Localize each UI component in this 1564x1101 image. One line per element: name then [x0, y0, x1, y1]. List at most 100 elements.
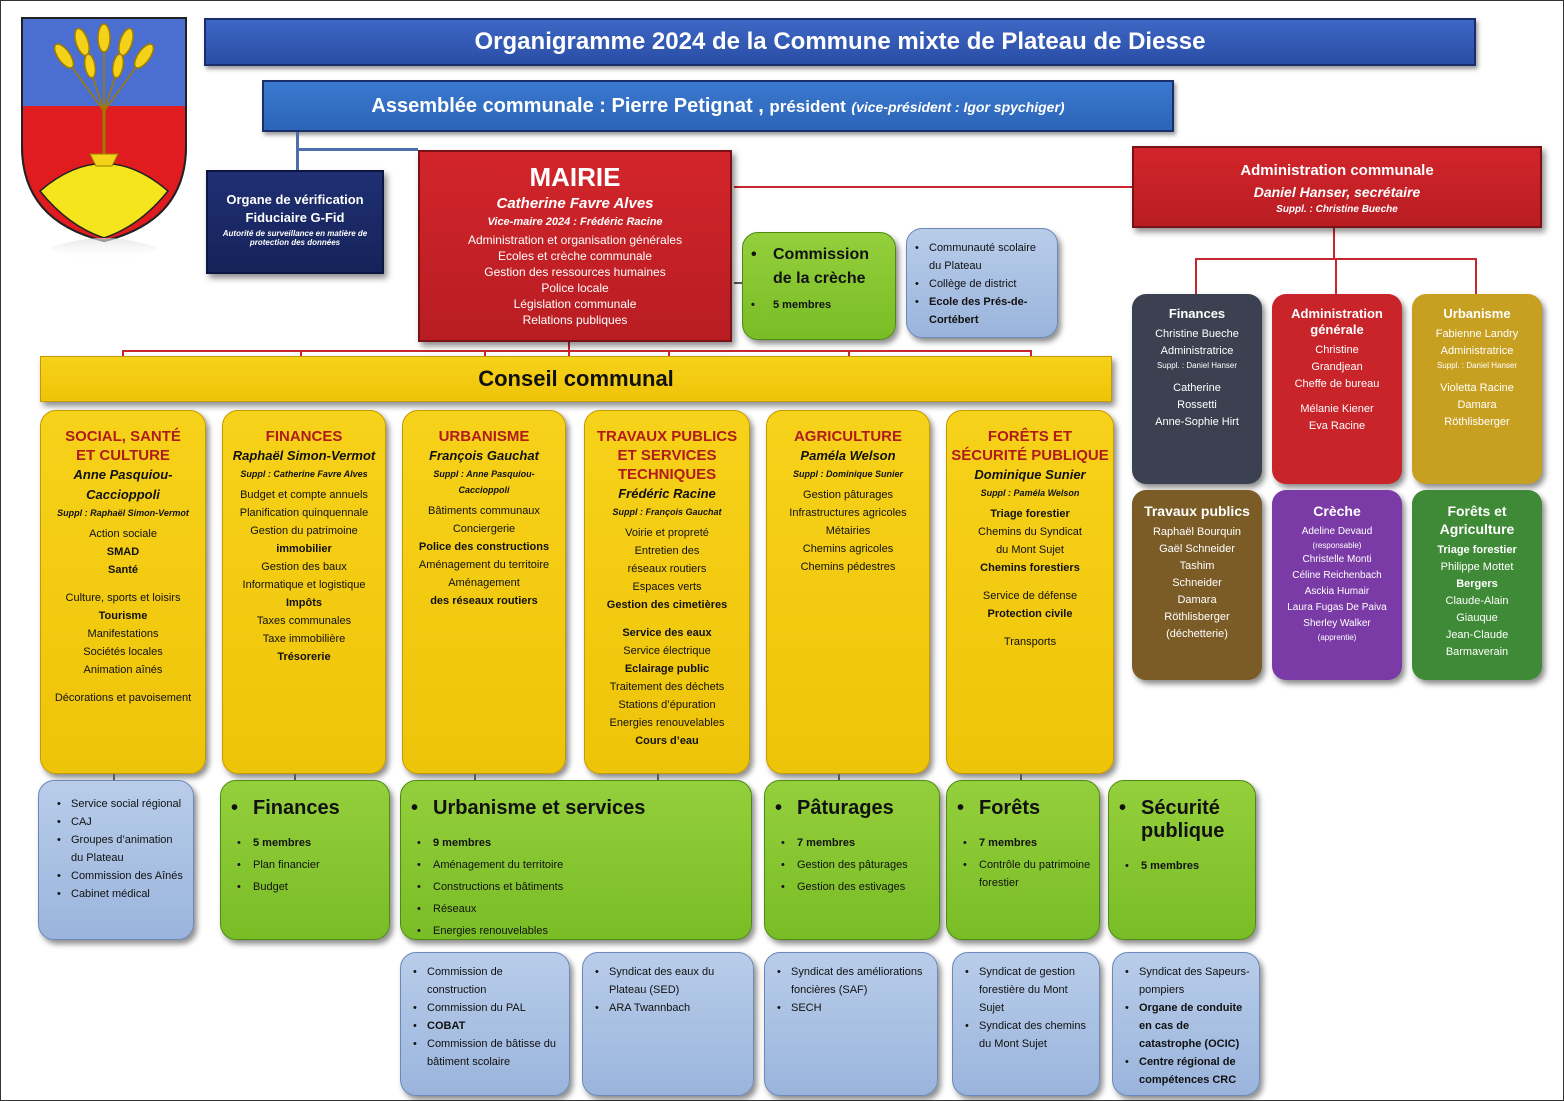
staff-line: Fabienne Landry	[1435, 328, 1519, 340]
bullet-item: •Energies renouvelables	[411, 922, 743, 939]
dicastere-item: Métairies	[825, 525, 871, 537]
connector	[122, 350, 1032, 352]
staff-title: Forêts et Agriculture	[1439, 503, 1515, 537]
mairie-name: Catherine Favre Alves	[496, 195, 654, 212]
dicastere-item: Service électrique	[623, 645, 711, 657]
bullet-text: SECH	[791, 1002, 822, 1014]
dicastere-item: Trésorerie	[277, 651, 331, 663]
connector	[122, 350, 124, 356]
bullet-item: •Réseaux	[411, 900, 743, 918]
connector	[294, 774, 296, 782]
dicastere-item: Décorations et pavoisement	[54, 692, 192, 704]
dicastere-title: Travaux publics	[596, 428, 738, 445]
dicastere-item: SMAD	[106, 546, 140, 558]
connector	[1475, 258, 1477, 294]
staff-line: Administratrice	[1160, 345, 1234, 357]
bullet-item: •COBAT	[409, 1017, 563, 1035]
mairie-title: Mairie	[529, 162, 621, 192]
mairie-item: Police locale	[541, 281, 609, 295]
mairie-items: Administration et organisation générales…	[420, 232, 730, 328]
bullet-text: 7 membres	[797, 837, 856, 849]
commission-3: •Forêts•7 membres•Contrôle du patrimoine…	[946, 780, 1100, 940]
bullet-text: Constructions et bâtiments	[433, 881, 564, 893]
dicastere-item: Cours d’eau	[635, 735, 699, 747]
staff-line: Rossetti	[1177, 399, 1217, 411]
dicastere-title: Social, santé	[65, 428, 181, 445]
bullet-text: Energies renouvelables	[433, 925, 548, 937]
commission-title: •Finances	[231, 797, 340, 819]
dicastere-item	[947, 577, 1113, 587]
bullet-item: •5 membres	[1119, 857, 1247, 875]
bullet-item: •ARA Twannbach	[591, 999, 747, 1017]
staff-line	[1132, 372, 1262, 380]
assembly-vice: (vice-président : Igor spychiger)	[851, 99, 1065, 115]
bullet-item: •Groupes d’animation du Plateau	[53, 831, 187, 867]
dicastere-item: Action sociale	[89, 528, 157, 540]
staff-line: Grandjean	[1311, 361, 1363, 373]
staff-line: Catherine	[1173, 382, 1221, 394]
bullet-item: •5 membres	[231, 834, 381, 852]
staff-line: Suppl. : Daniel Hanser	[1436, 361, 1518, 370]
connector	[296, 148, 418, 151]
dicastere-item: Bâtiments communaux	[428, 505, 540, 517]
admin-name: Daniel Hanser, secrétaire	[1253, 184, 1421, 200]
creche-commission-title: Commission de la crèche	[773, 246, 870, 287]
mairie-item: Gestion des ressources humaines	[484, 265, 666, 279]
staff-line: Philippe Mottet	[1440, 561, 1514, 573]
dicastere-item: Chemins pédestres	[800, 561, 896, 573]
staff-line: Jean-Claude	[1445, 629, 1509, 641]
dicastere-item: Traitement des déchets	[609, 681, 725, 693]
dicastere-item: Espaces verts	[632, 581, 702, 593]
verification-title: Organe de vérification	[226, 192, 364, 207]
bullet-text: Gestion des estivages	[797, 881, 906, 893]
bullet-item: •SECH	[773, 999, 931, 1017]
dicastere-title: Finances	[265, 428, 343, 445]
staff-title: Travaux publics	[1144, 503, 1250, 519]
bullet-text: Syndicat des Sapeurs-pompiers	[1139, 966, 1250, 996]
commission-title-text: Urbanisme et services	[433, 797, 646, 819]
dicastere-item: Energies renouvelables	[609, 717, 725, 729]
dicastere-5: Forêts etSécurité publiqueDominique Suni…	[946, 410, 1114, 774]
bullet-item: •Cabinet médical	[53, 885, 187, 903]
connector	[300, 350, 302, 356]
mairie-vice: Vice-maire 2024 : Frédéric Racine	[487, 216, 663, 228]
bullet-text: Aménagement du territoire	[433, 859, 564, 871]
bullet-text: Budget	[253, 881, 288, 893]
dicastere-item: Conciergerie	[452, 523, 516, 535]
bullet-text: Commission du PAL	[427, 1002, 526, 1014]
dicastere-item: Impôts	[285, 597, 323, 609]
staff-title: Crèche	[1313, 503, 1361, 519]
bottom-box-2: •Syndicat des améliorations foncières (S…	[764, 952, 938, 1096]
staff-line: Röthlisberger	[1164, 611, 1230, 623]
mairie-item: Relations publiques	[522, 313, 628, 327]
scolaire-items: •Communauté scolaire du Plateau•Collège …	[911, 239, 1051, 329]
bullet-item: •Organe de conduite en cas de catastroph…	[1121, 999, 1253, 1053]
staff-line: Sherley Walker	[1303, 618, 1371, 629]
social-services-box: •Service social régional•CAJ•Groupes d’a…	[38, 780, 194, 940]
bullet-text: Réseaux	[433, 903, 477, 915]
commission-2: •Pâturages•7 membres•Gestion des pâturag…	[764, 780, 940, 940]
staff-line: Asckia Humair	[1304, 586, 1370, 597]
staff-line	[1412, 372, 1542, 380]
mairie-item: Législation communale	[513, 297, 637, 311]
bullet-text: Service social régional	[71, 798, 182, 810]
dicastere-suppl: Suppl : François Gauchat	[612, 507, 722, 517]
connector	[474, 774, 476, 782]
bullet-text: Commission de bâtisse du bâtiment scolai…	[427, 1038, 557, 1068]
dicastere-item: Aménagement du territoire	[418, 559, 550, 571]
dicastere-item: Gestion pâturages	[803, 489, 893, 501]
bullet-text: Gestion des pâturages	[797, 859, 908, 871]
dicastere-item: Taxes communales	[256, 615, 352, 627]
dicastere-item: Gestion des baux	[261, 561, 347, 573]
dicastere-item: Protection civile	[987, 608, 1073, 620]
connector	[734, 282, 744, 284]
staff-line: Adeline Devaud	[1301, 526, 1373, 537]
dicastere-item: Voirie et propreté	[625, 527, 709, 539]
dicastere-head-name: Anne Pasquiou-	[73, 467, 173, 482]
staff-line: (responsable)	[1312, 541, 1362, 550]
commission-title-text: Finances	[253, 797, 340, 819]
connector	[838, 774, 840, 782]
dicastere-item: Informatique et logistique	[242, 579, 366, 591]
